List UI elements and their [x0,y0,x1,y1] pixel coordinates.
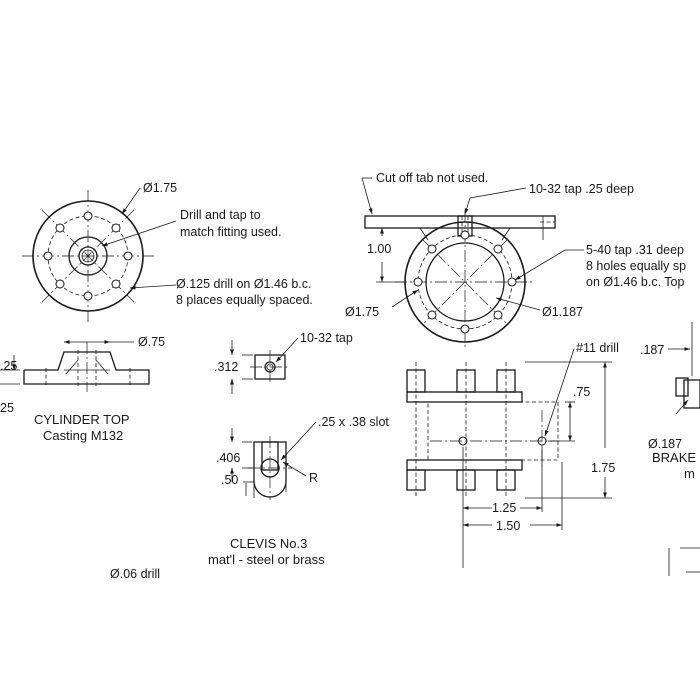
frame-dim-175: 1.75 [591,461,615,475]
brake-dim-187: .187 [640,343,664,357]
clevis-radius-label: R [309,471,318,485]
cylinder-top-bolt-holes [43,211,133,301]
tap-540-note-line-1: 5-40 tap .31 deep [586,243,684,257]
cylinder-top-boss-dia: Ø.75 [138,335,165,349]
flange-bolt-holes [413,230,517,334]
cylinder-top-dim-25-b: 25 [0,401,14,415]
top-tap-note: 10-32 tap .25 deep [529,182,634,196]
cylinder-top-dim-25-a: .25 [0,359,17,373]
clevis-slot-note: .25 x .38 slot [318,415,389,429]
clevis-dim-50: .50 [221,473,238,487]
frame-dim-75: .75 [573,385,590,399]
clevis-tap-note: 10-32 tap [300,331,353,345]
frame-drill-note: #11 drill [576,341,619,355]
clevis-material: mat'l - steel or brass [208,552,325,567]
frame-dim-125: 1.25 [492,501,516,515]
cylinder-flange-view: Cut off tab not used. 10-32 tap .25 deep… [345,171,686,350]
flange-inner-dia: Ø1.187 [542,305,583,319]
drill-tap-note-line-2: match fitting used. [180,225,281,239]
frame-dim-150: 1.50 [496,519,520,533]
flange-dim-100: 1.00 [367,242,391,256]
cylinder-top-outer-dia: Ø1.75 [143,181,177,195]
cylinder-top-title: CYLINDER TOP [34,412,130,427]
cut-off-tab-note: Cut off tab not used. [376,171,488,185]
cylinder-top-subtitle: Casting M132 [43,428,123,443]
drill-tap-note-line-1: Drill and tap to [180,208,261,222]
bolt-hole-note-line-1: Ø.125 drill on Ø1.46 b.c. [176,277,312,291]
clevis-dim-406: .406 [216,451,240,465]
tap-540-note-line-2: 8 holes equally sp [586,259,686,273]
flange-outer-dia: Ø1.75 [345,305,379,319]
cut-off-drill-note: Ø.06 drill [110,567,160,581]
brake-dia-187: Ø.187 [648,437,682,451]
frame-view: #11 drill .75 1.75 1.25 1.50 [406,341,619,568]
bolt-hole-note-line-2: 8 places equally spaced. [176,293,313,307]
clevis-drawing: 10-32 tap .312 .25 x .38 slot R .406 .50… [208,331,389,567]
clevis-dim-312: .312 [214,360,238,374]
cylinder-top-side-view: Ø.75 .25 25 CYLINDER TOP Casting M132 [0,335,165,443]
brake-title-partial: BRAKE [652,450,696,465]
tap-540-note-line-3: on Ø1.46 b.c. Top [586,275,684,289]
cylinder-top-plan-view: Ø1.75 Drill and tap to match fitting use… [22,181,313,322]
brake-subtitle-partial: m [684,466,695,481]
brake-partial-view: .187 Ø.187 BRAKE m [640,322,700,576]
clevis-title: CLEVIS No.3 [230,536,307,551]
